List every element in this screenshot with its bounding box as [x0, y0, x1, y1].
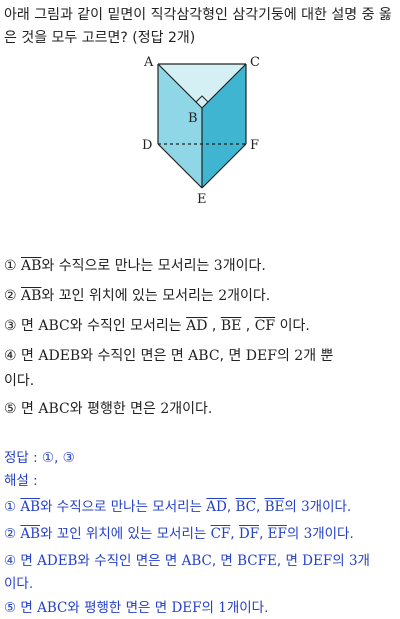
right-face — [202, 64, 246, 188]
explain-1: ① AB와 수직으로 만나는 모서리는 AD, BC, BE의 3개이다. — [4, 499, 352, 515]
explain-4: ④ 면 ADEB와 수직인 면은 면 ABC, 면 BCFE, 면 DEF의 3… — [4, 553, 370, 569]
option-4: ④ 면 ADEB와 수직인 면은 면 ABC, 면 DEF의 2개 뿐 — [4, 348, 334, 364]
label-c: C — [250, 55, 260, 70]
question-text: 아래 그림과 같이 밑면이 직각삼각형인 삼각기둥에 대한 설명 중 옳은 것을… — [4, 7, 392, 46]
option-3: ③ 면 ABC와 수직인 모서리는 AD , BE , CF 이다. — [4, 318, 310, 334]
prism-figure: A C B D F E — [142, 55, 260, 207]
explain-5: ⑤ 면 ABC와 평행한 면은 면 DEF의 1개이다. — [4, 600, 269, 616]
label-b: B — [188, 111, 198, 126]
label-d: D — [142, 138, 152, 153]
label-a: A — [143, 55, 154, 70]
explain-label: 해설 : — [4, 473, 38, 489]
label-f: F — [250, 138, 259, 153]
right-angle-mark — [195, 95, 209, 103]
option-1: ① AB와 수직으로 만나는 모서리는 3개이다. — [4, 258, 266, 274]
option-2: ② AB와 꼬인 위치에 있는 모서리는 2개이다. — [4, 288, 271, 304]
label-e: E — [197, 192, 207, 207]
explain-4-cont: 이다. — [4, 576, 34, 592]
left-face — [158, 64, 202, 188]
option-5: ⑤ 면 ABC와 평행한 면은 2개이다. — [4, 401, 213, 417]
option-4-cont: 이다. — [4, 373, 35, 389]
answer-label: 정답 : ①, ③ — [4, 450, 75, 466]
explain-2: ② AB와 꼬인 위치에 있는 모서리는 CF, DF, EF의 3개이다. — [4, 526, 354, 542]
top-face — [158, 64, 246, 108]
